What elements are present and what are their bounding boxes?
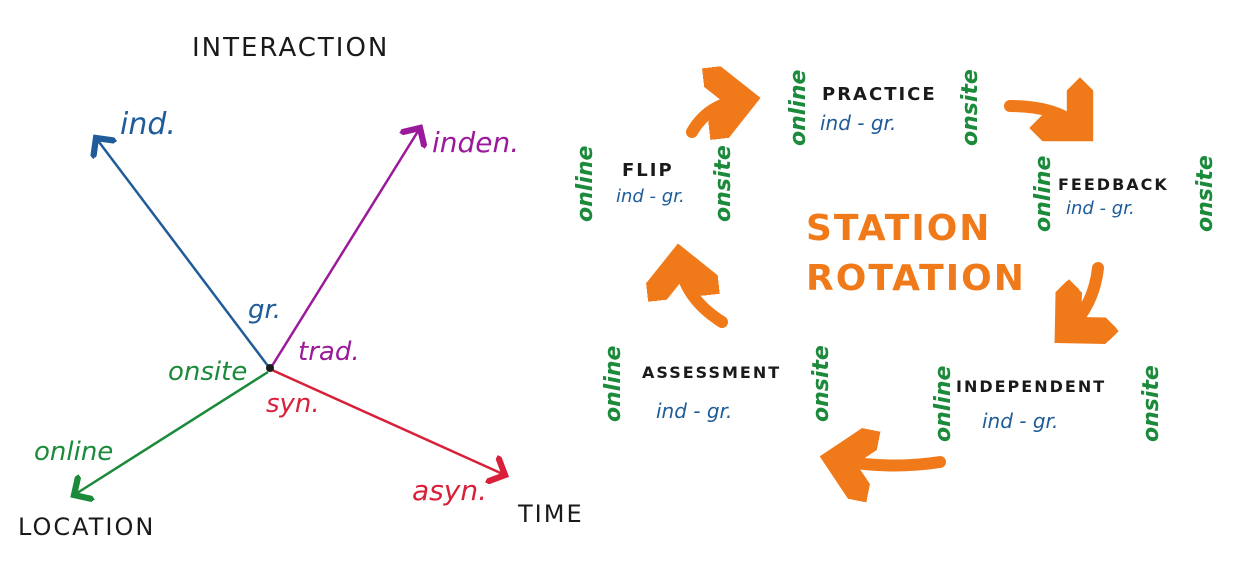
arrow-feedback-to-independent [1068, 262, 1098, 330]
station-mode: ind - gr. [656, 399, 732, 423]
arrow-independent-to-assessment [838, 460, 946, 466]
station-assessment: online ASSESSMENT ind - gr. onsite [601, 345, 834, 423]
station-mode: ind - gr. [616, 186, 685, 207]
arrow-assessment-to-flip [680, 262, 728, 328]
axes-diagram: INTERACTION LOCATION TIME ind. inden. gr… [18, 33, 584, 541]
station-feedback: online FEEDBACK ind - gr. onsite [1031, 155, 1218, 232]
cycle-title-line1: STATION [806, 208, 991, 249]
station-name: PRACTICE [822, 84, 937, 105]
station-independent: online INDEPENDENT ind - gr. onsite [931, 365, 1164, 442]
asyn-label: asyn. [412, 474, 487, 507]
station-practice: online PRACTICE ind - gr. onsite [786, 69, 983, 146]
station-name: ASSESSMENT [642, 363, 781, 382]
station-onsite-label: onsite [809, 345, 834, 422]
interaction-label: INTERACTION [192, 33, 389, 63]
station-onsite-label: onsite [1139, 365, 1164, 442]
station-name: FLIP [622, 160, 674, 181]
station-onsite-label: onsite [1193, 155, 1218, 232]
onsite-label: onsite [168, 357, 247, 387]
station-online-label: online [573, 145, 598, 222]
arrow-flip-to-practice [686, 100, 742, 132]
location-label: LOCATION [18, 513, 155, 541]
station-online-label: online [1031, 155, 1056, 232]
trad-label: trad. [298, 337, 360, 367]
station-online-label: online [931, 365, 956, 442]
station-online-label: online [786, 69, 811, 146]
interaction-inden-axis [270, 128, 420, 367]
station-name: FEEDBACK [1058, 175, 1169, 194]
station-flip: online FLIP ind - gr. onsite [573, 145, 736, 222]
gr-label: gr. [248, 295, 281, 325]
station-onsite-label: onsite [958, 69, 983, 146]
station-mode: ind - gr. [1066, 198, 1135, 219]
station-rotation-cycle: STATION ROTATION online FLIP ind - gr. o… [573, 69, 1218, 465]
cycle-title-line2: ROTATION [806, 258, 1026, 299]
station-name: INDEPENDENT [956, 377, 1106, 396]
arrow-practice-to-feedback [1004, 106, 1080, 128]
station-online-label: online [601, 345, 626, 422]
station-mode: ind - gr. [820, 111, 896, 135]
station-onsite-label: onsite [711, 145, 736, 222]
ind-label: ind. [120, 107, 176, 142]
interaction-ind-axis [96, 138, 269, 367]
origin-dot [266, 364, 274, 372]
inden-label: inden. [432, 126, 519, 159]
location-axis [74, 370, 269, 495]
time-axis [271, 368, 505, 475]
online-label: online [34, 437, 113, 467]
time-label: TIME [517, 500, 584, 528]
syn-label: syn. [266, 389, 320, 419]
station-mode: ind - gr. [982, 409, 1058, 433]
